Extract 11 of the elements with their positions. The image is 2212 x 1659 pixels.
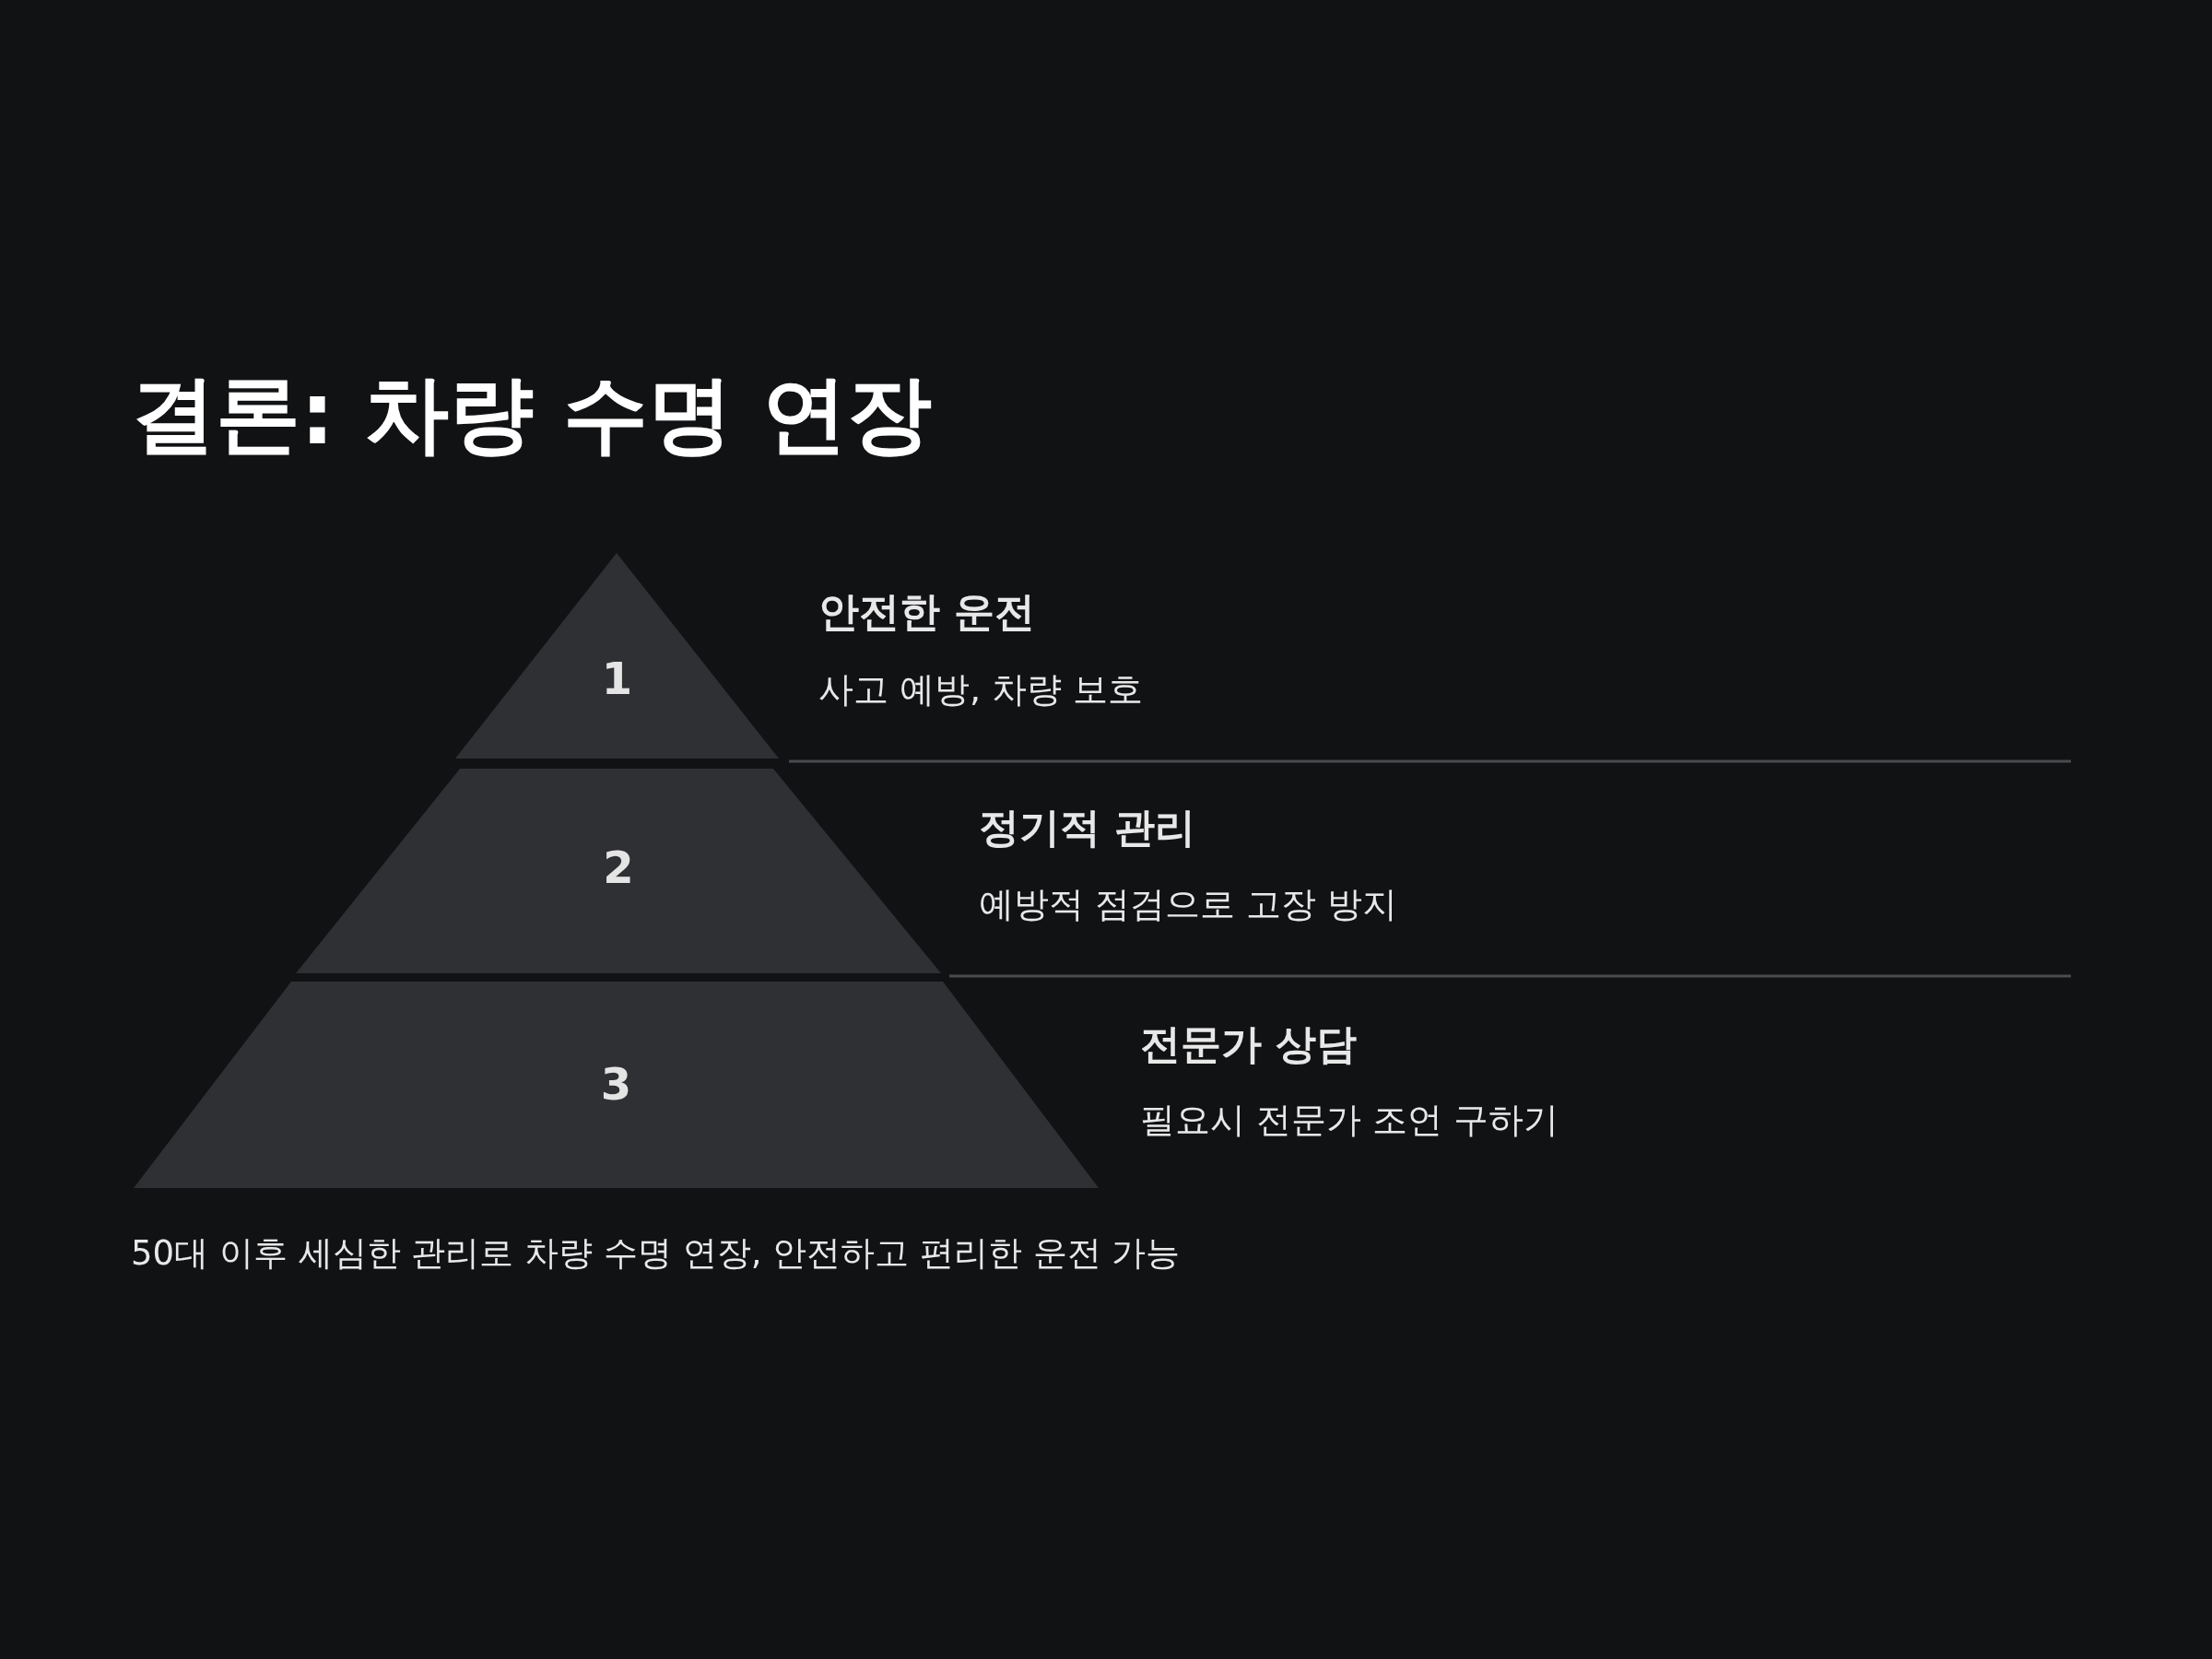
tier-number: 1 xyxy=(600,656,634,700)
tier-number: 3 xyxy=(599,1062,633,1106)
tier-description: 예방적 점검으로 고장 방지 xyxy=(979,884,1398,926)
tier-description: 필요시 전문가 조언 구하기 xyxy=(1140,1100,1559,1142)
tier-heading: 안전한 운전 xyxy=(818,588,1036,637)
tier-number: 2 xyxy=(602,845,635,889)
caption: 50대 이후 세심한 관리로 차량 수명 연장, 안전하고 편리한 운전 가능 xyxy=(131,1233,1181,1275)
tier-heading: 전문가 상담 xyxy=(1140,1020,1358,1069)
tier-description: 사고 예방, 차량 보호 xyxy=(818,669,1144,712)
title: 결론: 차량 수명 연장 xyxy=(131,364,932,465)
tier-heading: 정기적 관리 xyxy=(979,804,1196,853)
